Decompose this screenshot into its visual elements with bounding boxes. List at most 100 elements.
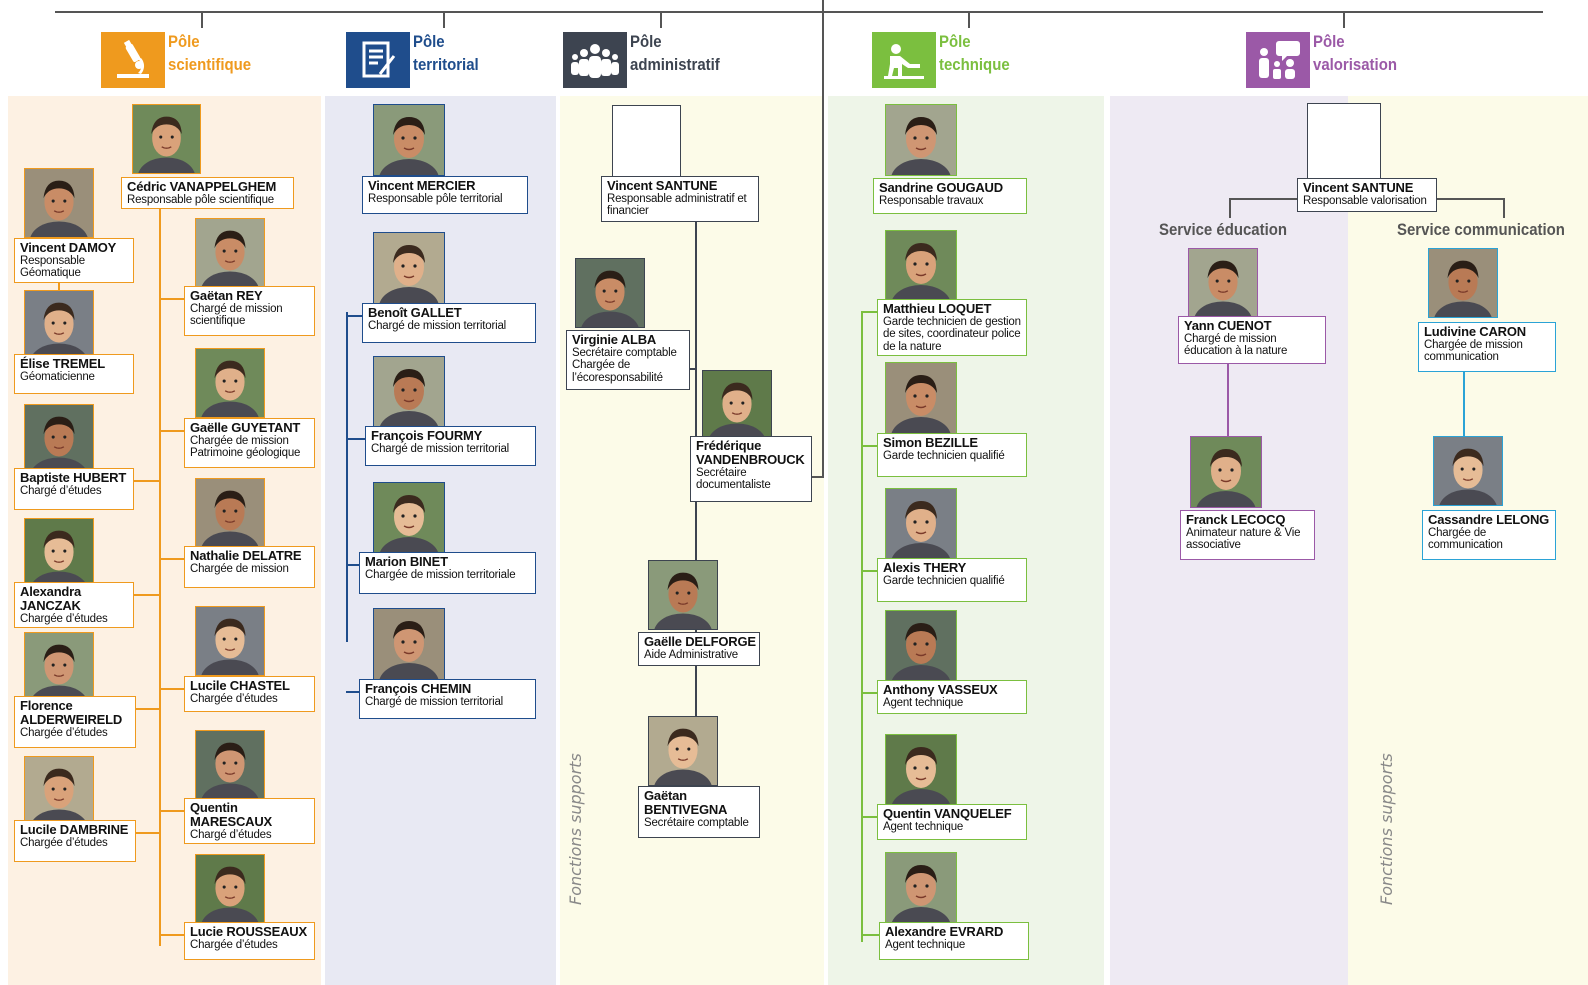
staff-name: Ludivine CARON <box>1424 324 1526 339</box>
staff-name: Alexandre EVRARD <box>885 924 1004 939</box>
portrait-photo <box>885 852 957 924</box>
staff-name: Franck LECOCQ <box>1186 512 1286 527</box>
portrait-photo <box>648 560 718 630</box>
portrait-photo <box>195 478 265 548</box>
staff-name: Nathalie DELATRE <box>190 548 302 563</box>
staff-name: Quentin MARESCAUX <box>190 800 272 830</box>
portrait-photo <box>195 218 265 288</box>
portrait-photo <box>885 488 957 560</box>
portrait-photo <box>1190 436 1262 508</box>
connector-branch <box>159 298 184 300</box>
staff-name: Gaëlle DELFORGE <box>644 634 756 649</box>
staff-name: Marion BINET <box>365 554 448 569</box>
connector-branch <box>159 934 184 936</box>
staff-role: Chargée de communication <box>1428 527 1503 552</box>
top-drop-sci <box>201 11 203 28</box>
service-education-title: Service éducation <box>1159 220 1288 239</box>
top-drop-val <box>1343 11 1345 28</box>
staff-name: Benoît GALLET <box>368 305 462 320</box>
connector-com-trunk <box>1463 372 1465 436</box>
portrait-photo <box>373 482 445 554</box>
portrait-photo <box>195 348 265 418</box>
staff-name: Lucie ROUSSEAUX <box>190 924 307 939</box>
direction-trunk-line <box>822 0 824 477</box>
staff-name: François CHEMIN <box>365 681 472 696</box>
worker-icon <box>872 32 936 88</box>
staff-role: Animateur nature & Vie associative <box>1186 527 1301 552</box>
staff-role: Aide Administrative <box>644 649 738 662</box>
connector-branch <box>346 315 362 317</box>
connector-branch <box>159 558 184 560</box>
portrait-photo <box>24 404 94 474</box>
staff-role: Secrétaire documentaliste <box>696 467 771 492</box>
staff-name: Lucile CHASTEL <box>190 678 290 693</box>
staff-name: Alexandra JANCZAK <box>20 584 82 614</box>
staff-name: Simon BEZILLE <box>883 435 978 450</box>
staff-name: Gaëtan BENTIVEGNA <box>644 788 728 818</box>
staff-role: Chargée d’études <box>190 939 278 952</box>
photo-placeholder <box>1307 103 1381 179</box>
staff-role: Secrétaire comptable <box>644 817 749 830</box>
portrait-photo <box>373 104 445 176</box>
staff-role: Garde technicien qualifié <box>883 450 1005 463</box>
portrait-photo <box>1188 248 1258 318</box>
staff-name: Vincent SANTUNE <box>1303 180 1414 195</box>
connector-branch <box>861 934 879 936</box>
portrait-photo <box>1428 248 1498 318</box>
portrait-photo <box>373 232 445 304</box>
staff-role: Responsable valorisation <box>1303 195 1427 208</box>
portrait-photo <box>24 518 94 588</box>
staff-name: Lucile DAMBRINE <box>20 822 129 837</box>
staff-role: Chargé de mission territorial <box>365 696 504 709</box>
connector-branch <box>861 692 877 694</box>
staff-name: Matthieu LOQUET <box>883 301 992 316</box>
portrait-photo <box>702 370 772 440</box>
staff-name: Anthony VASSEUX <box>883 682 998 697</box>
connector-branch <box>861 816 877 818</box>
staff-role: Responsable travaux <box>879 195 984 208</box>
connector-branch <box>346 564 359 566</box>
staff-name: Sandrine GOUGAUD <box>879 180 1003 195</box>
connector-branch <box>346 691 359 693</box>
staff-role: Chargée d’études <box>20 727 108 740</box>
staff-role: Agent technique <box>883 697 964 710</box>
portrait-photo <box>132 104 201 174</box>
staff-role: Géomaticienne <box>20 371 95 384</box>
staff-role: Agent technique <box>883 821 964 834</box>
portrait-photo <box>885 104 957 176</box>
portrait-photo <box>195 606 265 676</box>
service-communication-title: Service communication <box>1397 220 1565 239</box>
connector-branch <box>159 430 184 432</box>
portrait-photo <box>24 290 94 360</box>
staff-role: Chargé de mission éducation à la nature <box>1184 333 1288 358</box>
connector-branch <box>159 688 184 690</box>
staff-name: Cédric VANAPPELGHEM <box>127 179 277 194</box>
connector-branch <box>861 570 877 572</box>
staff-name: Élise TREMEL <box>20 356 106 371</box>
staff-role: Responsable Géomatique <box>20 255 85 280</box>
staff-name: Gaëlle GUYETANT <box>190 420 301 435</box>
staff-role: Chargé de mission territorial <box>371 443 510 456</box>
portrait-photo <box>373 608 445 680</box>
staff-name: Florence ALDERWEIRELD <box>20 698 123 728</box>
